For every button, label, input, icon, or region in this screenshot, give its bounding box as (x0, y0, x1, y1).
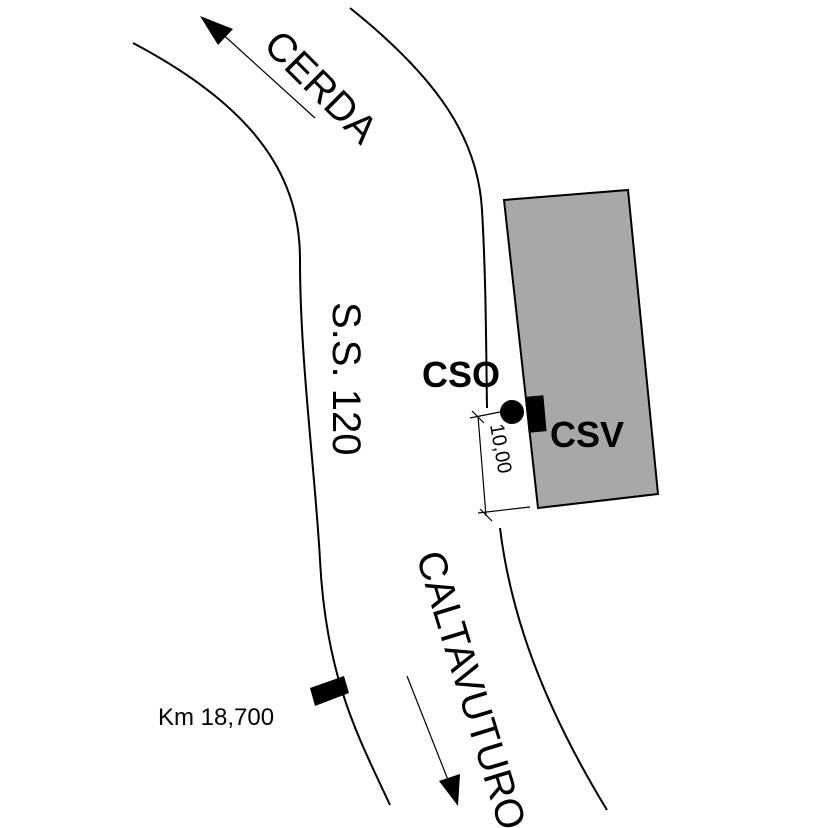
arrow-towards-caltavuturo (406, 675, 460, 806)
dimension-line (469, 410, 531, 522)
building (502, 188, 660, 510)
label-km-marker: Km 18,700 (158, 704, 274, 731)
cso-point (500, 400, 524, 424)
label-caltavuturo: CALTAVUTURO (407, 546, 534, 828)
label-cso: CSO (422, 354, 500, 395)
label-road-name: S.S. 120 (324, 302, 368, 455)
label-csv: CSV (550, 414, 624, 455)
km-marker (310, 676, 349, 706)
road-right-edge-upper (349, 7, 488, 409)
road-right-edge-lower (499, 527, 608, 811)
label-cerda: CERDA (256, 22, 386, 152)
csv-marker (525, 395, 547, 433)
road-left-edge (132, 42, 391, 806)
arrow-towards-cerda (200, 16, 316, 119)
label-distance: 10,00 (485, 422, 515, 475)
